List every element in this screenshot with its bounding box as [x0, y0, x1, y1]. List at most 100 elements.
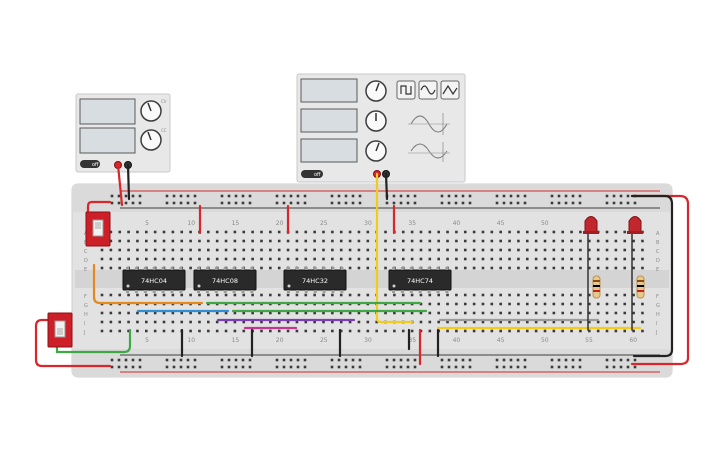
breadboard-hole[interactable] — [348, 266, 352, 270]
rail-hole[interactable] — [516, 358, 520, 362]
breadboard-hole[interactable] — [596, 302, 600, 306]
rail-hole[interactable] — [234, 194, 238, 198]
breadboard-hole[interactable] — [384, 266, 387, 270]
breadboard-hole[interactable] — [490, 311, 494, 315]
rail-hole[interactable] — [344, 201, 348, 205]
rail-hole[interactable] — [523, 194, 527, 198]
rail-hole[interactable] — [351, 201, 355, 205]
rail-hole[interactable] — [117, 365, 121, 369]
rail-hole[interactable] — [138, 358, 142, 362]
wire-supply-negative[interactable] — [126, 163, 131, 201]
breadboard-hole[interactable] — [286, 311, 290, 315]
breadboard-hole[interactable] — [331, 329, 334, 333]
rail-hole[interactable] — [413, 365, 417, 369]
breadboard-hole[interactable] — [295, 311, 299, 315]
rail-hole[interactable] — [385, 358, 389, 362]
rail-hole[interactable] — [406, 358, 410, 362]
rail-hole[interactable] — [303, 201, 307, 205]
breadboard-hole[interactable] — [366, 257, 370, 261]
breadboard-hole[interactable] — [552, 302, 556, 306]
breadboard-hole[interactable] — [623, 311, 627, 315]
rail-hole[interactable] — [124, 365, 128, 369]
breadboard-hole[interactable] — [579, 230, 582, 234]
breadboard-hole[interactable] — [384, 311, 387, 315]
rail-hole[interactable] — [399, 194, 403, 198]
rail-hole[interactable] — [110, 201, 114, 205]
breadboard-hole[interactable] — [525, 266, 529, 270]
breadboard-hole[interactable] — [534, 311, 538, 315]
breadboard-hole[interactable] — [472, 239, 476, 243]
breadboard-hole[interactable] — [357, 320, 361, 324]
breadboard-hole[interactable] — [260, 311, 263, 315]
breadboard-hole[interactable] — [313, 293, 316, 297]
breadboard-hole[interactable] — [260, 266, 263, 270]
wire-switch-red[interactable] — [34, 318, 112, 368]
rail-hole[interactable] — [461, 365, 465, 369]
breadboard-hole[interactable] — [517, 257, 520, 261]
wire-signal-yellow[interactable] — [375, 172, 414, 324]
breadboard-hole[interactable] — [180, 239, 184, 243]
breadboard-hole[interactable] — [605, 266, 609, 270]
breadboard-hole[interactable] — [277, 293, 281, 297]
breadboard-hole[interactable] — [490, 239, 494, 243]
rail-hole[interactable] — [605, 194, 609, 198]
breadboard-hole[interactable] — [171, 248, 175, 252]
breadboard-hole[interactable] — [623, 329, 627, 333]
breadboard-hole[interactable] — [463, 329, 467, 333]
breadboard-hole[interactable] — [224, 239, 228, 243]
breadboard-hole[interactable] — [463, 248, 467, 252]
rail-hole[interactable] — [612, 358, 616, 362]
breadboard-hole[interactable] — [127, 248, 130, 252]
breadboard-hole[interactable] — [428, 311, 432, 315]
resistor-1[interactable] — [592, 275, 601, 299]
rail-hole[interactable] — [461, 358, 465, 362]
rail-hole[interactable] — [124, 201, 128, 205]
rail-hole[interactable] — [172, 194, 176, 198]
breadboard-hole[interactable] — [145, 248, 148, 252]
breadboard-hole[interactable] — [189, 248, 192, 252]
breadboard-hole[interactable] — [136, 311, 139, 315]
breadboard-hole[interactable] — [127, 293, 130, 297]
rail-hole[interactable] — [612, 201, 616, 205]
rail-hole[interactable] — [509, 201, 513, 205]
rail-hole[interactable] — [131, 194, 135, 198]
breadboard-hole[interactable] — [207, 248, 210, 252]
rail-hole[interactable] — [557, 194, 561, 198]
breadboard-hole[interactable] — [517, 230, 520, 234]
rail-hole[interactable] — [282, 365, 286, 369]
breadboard-hole[interactable] — [641, 239, 644, 243]
breadboard-hole[interactable] — [118, 329, 122, 333]
rail-hole[interactable] — [564, 201, 568, 205]
rail-hole[interactable] — [351, 194, 355, 198]
breadboard-hole[interactable] — [632, 302, 635, 306]
breadboard-hole[interactable] — [180, 293, 184, 297]
breadboard-hole[interactable] — [552, 320, 556, 324]
rail-hole[interactable] — [440, 365, 444, 369]
breadboard-hole[interactable] — [233, 293, 237, 297]
breadboard-hole[interactable] — [251, 257, 254, 261]
breadboard-hole[interactable] — [127, 311, 130, 315]
breadboard-hole[interactable] — [588, 266, 591, 270]
led-2[interactable] — [627, 216, 643, 235]
breadboard-hole[interactable] — [570, 230, 573, 234]
breadboard-hole[interactable] — [384, 239, 387, 243]
rail-hole[interactable] — [241, 365, 245, 369]
breadboard-hole[interactable] — [579, 320, 582, 324]
rail-hole[interactable] — [227, 201, 231, 205]
wire-supply-positive[interactable] — [116, 163, 124, 207]
breadboard-hole[interactable] — [100, 248, 104, 252]
breadboard-hole[interactable] — [215, 311, 219, 315]
breadboard-hole[interactable] — [401, 230, 405, 234]
breadboard-hole[interactable] — [277, 266, 281, 270]
breadboard-hole[interactable] — [605, 293, 609, 297]
rail-hole[interactable] — [131, 201, 135, 205]
breadboard-hole[interactable] — [233, 239, 237, 243]
rail-hole[interactable] — [578, 358, 582, 362]
rail-hole[interactable] — [110, 358, 114, 362]
power-supply-off-button[interactable] — [80, 160, 100, 168]
breadboard-hole[interactable] — [304, 293, 308, 297]
breadboard-hole[interactable] — [561, 302, 565, 306]
breadboard-hole[interactable] — [632, 257, 635, 261]
breadboard-hole[interactable] — [579, 302, 582, 306]
breadboard-hole[interactable] — [366, 311, 370, 315]
